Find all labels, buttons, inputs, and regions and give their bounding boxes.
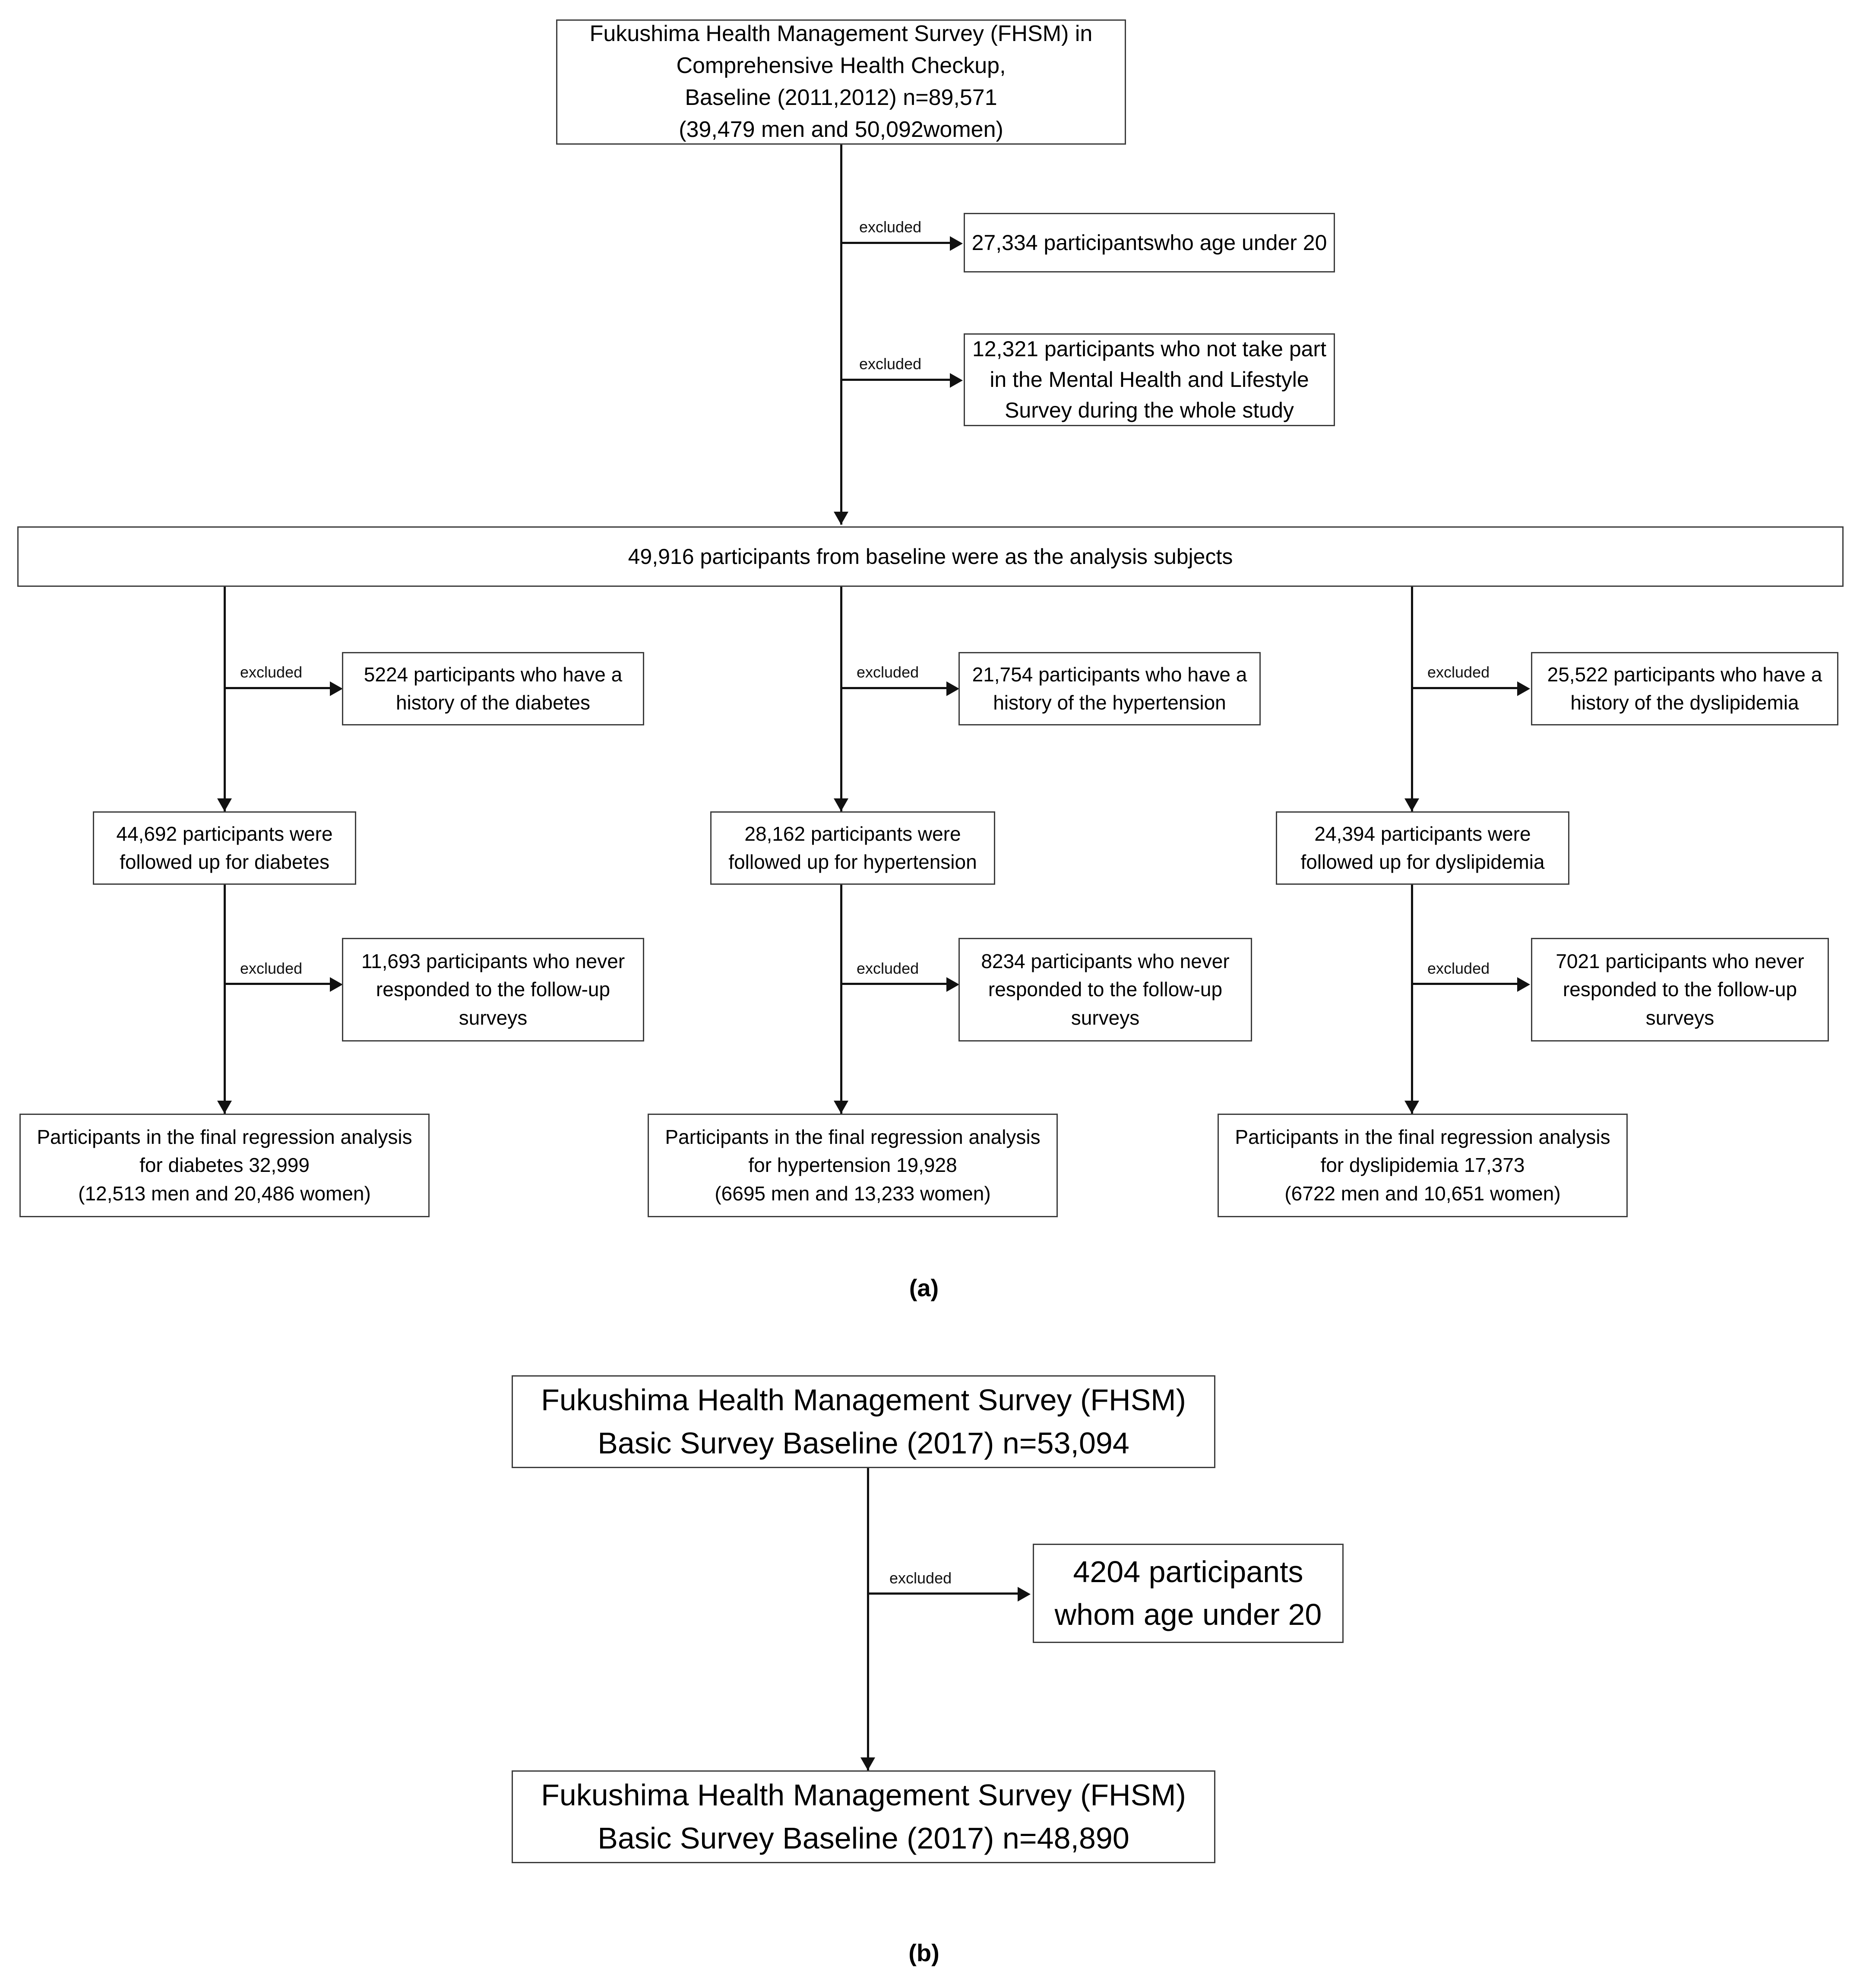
- panel-a-dyslipidemia-nonresponse-line: [1411, 983, 1519, 985]
- panel-a-dyslipidemia-nonresponse-arrowhead: [1517, 977, 1530, 992]
- panel-b-trunk-line: [867, 1468, 869, 1770]
- panel-a-diabetes-nonresponse-line: [224, 983, 332, 985]
- panel-a-analysis-subjects-text: 49,916 participants from baseline were a…: [628, 544, 1233, 569]
- panel-a-excluded-1-line: [840, 242, 952, 244]
- panel-a-diabetes-nonresponse-text: 11,693 participants who never responded …: [361, 950, 625, 1029]
- panel-a-hypertension-followed-text: 28,162 participants were followed up for…: [728, 822, 977, 873]
- panel-a-excluded-2-label: excluded: [859, 355, 922, 373]
- panel-a-dyslipidemia-followed-text: 24,394 participants were followed up for…: [1300, 822, 1545, 873]
- panel-a-hypertension-final-text: Participants in the final regression ana…: [665, 1126, 1041, 1205]
- panel-a-diabetes-final-text: Participants in the final regression ana…: [37, 1126, 412, 1205]
- panel-a-diabetes-nonresponse-label: excluded: [240, 959, 303, 977]
- panel-a-dyslipidemia-exclusion-line: [1411, 687, 1519, 689]
- panel-a-diabetes-history-excluded-text: 5224 participants who have a history of …: [364, 663, 623, 714]
- panel-a-excluded-1-arrowhead: [950, 236, 963, 251]
- panel-a-diabetes-arrowhead-2: [217, 1101, 232, 1114]
- panel-a-diabetes-nonresponse-box: 11,693 participants who never responded …: [342, 938, 644, 1041]
- panel-a-diabetes-exclusion-label: excluded: [240, 663, 303, 681]
- panel-b-source-box: Fukushima Health Management Survey (FHSM…: [512, 1375, 1215, 1468]
- panel-a-diabetes-arrowhead-1: [217, 798, 232, 811]
- panel-a-dyslipidemia-stem-1: [1411, 587, 1413, 811]
- panel-a-excluded-2-arrowhead: [950, 373, 963, 388]
- panel-a-dyslipidemia-arrowhead-1: [1404, 798, 1419, 811]
- panel-b-final-text: Fukushima Health Management Survey (FHSM…: [541, 1778, 1186, 1855]
- panel-a-diabetes-final-box: Participants in the final regression ana…: [19, 1114, 430, 1217]
- panel-a-dyslipidemia-history-excluded-box: 25,522 participants who have a history o…: [1531, 652, 1838, 725]
- panel-a-hypertension-exclusion-label: excluded: [857, 663, 919, 681]
- panel-a-dyslipidemia-nonresponse-label: excluded: [1427, 959, 1490, 977]
- panel-a-dyslipidemia-history-excluded-text: 25,522 participants who have a history o…: [1547, 663, 1822, 714]
- panel-a-hypertension-nonresponse-text: 8234 participants who never responded to…: [981, 950, 1230, 1029]
- panel-a-dyslipidemia-exclusion-label: excluded: [1427, 663, 1490, 681]
- panel-b-exclusion-age-text: 4204 participants whom age under 20: [1054, 1554, 1322, 1631]
- panel-a-diabetes-stem-1: [224, 587, 226, 811]
- panel-a-hypertension-nonresponse-arrowhead: [946, 977, 959, 992]
- panel-a-diabetes-stem-2: [224, 885, 226, 1114]
- panel-a-dyslipidemia-final-text: Participants in the final regression ana…: [1235, 1126, 1610, 1205]
- panel-a-hypertension-exclusion-line: [840, 687, 948, 689]
- panel-b-excluded-label: excluded: [889, 1569, 952, 1587]
- panel-a-hypertension-exclusion-arrowhead: [946, 681, 959, 696]
- panel-a-dyslipidemia-stem-2: [1411, 885, 1413, 1114]
- panel-a-hypertension-arrowhead-2: [834, 1101, 848, 1114]
- panel-a-diabetes-history-excluded-box: 5224 participants who have a history of …: [342, 652, 644, 725]
- panel-a-dyslipidemia-exclusion-arrowhead: [1517, 681, 1530, 696]
- panel-a-dyslipidemia-final-box: Participants in the final regression ana…: [1218, 1114, 1628, 1217]
- panel-a-hypertension-history-excluded-text: 21,754 participants who have a history o…: [972, 663, 1247, 714]
- panel-b-excluded-arrowhead: [1018, 1587, 1031, 1602]
- panel-a-source-box: Fukushima Health Management Survey (FHSM…: [556, 19, 1126, 145]
- panel-a-analysis-subjects-box: 49,916 participants from baseline were a…: [17, 526, 1844, 587]
- panel-b-final-box: Fukushima Health Management Survey (FHSM…: [512, 1770, 1215, 1863]
- panel-a-hypertension-nonresponse-line: [840, 983, 948, 985]
- panel-a-caption: (a): [909, 1274, 939, 1301]
- panel-b-exclusion-age-box: 4204 participants whom age under 20: [1033, 1544, 1344, 1643]
- panel-a-exclusion-age-text: 27,334 participantswho age under 20: [971, 230, 1327, 255]
- panel-a-exclusion-mental-box: 12,321 participants who not take part in…: [964, 333, 1335, 426]
- panel-a-exclusion-mental-text: 12,321 participants who not take part in…: [972, 337, 1326, 422]
- panel-a-dyslipidemia-followed-box: 24,394 participants were followed up for…: [1276, 811, 1569, 885]
- panel-b-excluded-line: [867, 1592, 1020, 1595]
- panel-a-excluded-2-line: [840, 379, 952, 381]
- panel-a-diabetes-followed-box: 44,692 participants were followed up for…: [93, 811, 356, 885]
- panel-a-exclusion-age-box: 27,334 participantswho age under 20: [964, 213, 1335, 272]
- panel-a-hypertension-stem-2: [840, 885, 842, 1114]
- panel-a-hypertension-followed-box: 28,162 participants were followed up for…: [710, 811, 995, 885]
- panel-a-diabetes-exclusion-line: [224, 687, 332, 689]
- panel-a-excluded-1-label: excluded: [859, 218, 922, 236]
- panel-b-trunk-arrowhead: [860, 1757, 875, 1770]
- panel-a-trunk-arrowhead: [834, 512, 848, 525]
- panel-a-hypertension-stem-1: [840, 587, 842, 811]
- panel-a-dyslipidemia-nonresponse-box: 7021 participants who never responded to…: [1531, 938, 1829, 1041]
- panel-a-hypertension-nonresponse-label: excluded: [857, 959, 919, 977]
- panel-a-dyslipidemia-nonresponse-text: 7021 participants who never responded to…: [1556, 950, 1804, 1029]
- panel-b-caption: (b): [908, 1939, 939, 1966]
- panel-b-source-text: Fukushima Health Management Survey (FHSM…: [541, 1383, 1186, 1460]
- panel-a-hypertension-arrowhead-1: [834, 798, 848, 811]
- panel-a-diabetes-exclusion-arrowhead: [330, 681, 343, 696]
- panel-a-hypertension-nonresponse-box: 8234 participants who never responded to…: [958, 938, 1252, 1041]
- panel-a-source-text: Fukushima Health Management Survey (FHSM…: [589, 21, 1093, 142]
- panel-a-hypertension-final-box: Participants in the final regression ana…: [648, 1114, 1058, 1217]
- panel-a-diabetes-nonresponse-arrowhead: [330, 977, 343, 992]
- panel-a-hypertension-history-excluded-box: 21,754 participants who have a history o…: [958, 652, 1261, 725]
- panel-a-diabetes-followed-text: 44,692 participants were followed up for…: [116, 822, 333, 873]
- panel-a-trunk-line: [840, 145, 842, 525]
- panel-a-dyslipidemia-arrowhead-2: [1404, 1101, 1419, 1114]
